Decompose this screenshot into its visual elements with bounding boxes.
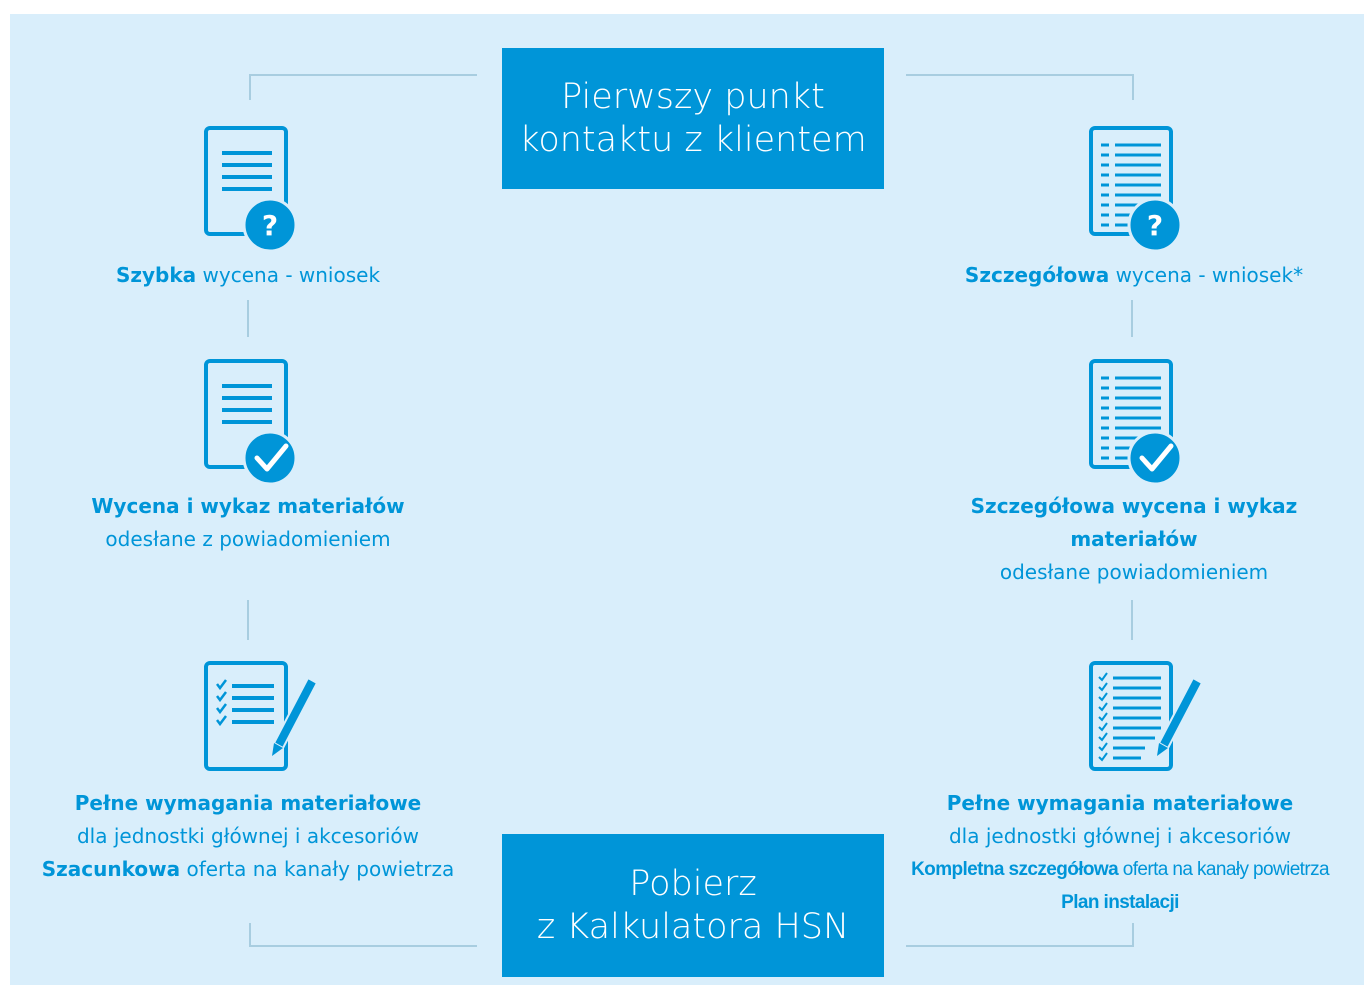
- left-step3-line1: Pełne wymagania materiałowe: [74, 791, 422, 815]
- svg-text:?: ?: [1147, 209, 1163, 242]
- right-step3-line3-rest: oferta na kanały powietrza: [1118, 859, 1330, 880]
- connector-left-2: [247, 600, 249, 640]
- right-step2-line3: odesłane powiadomieniem: [999, 560, 1269, 584]
- first-contact-line2: kontaktu z klientem: [519, 119, 867, 160]
- left-step2-label: Wycena i wykaz materiałów odesłane z pow…: [48, 490, 448, 556]
- right-step2-bold-line1: Szczegółowa wycena i wykaz: [970, 494, 1298, 518]
- connector-top-right-drop: [1132, 74, 1134, 100]
- document-check-icon: [204, 359, 298, 486]
- left-step1-bold: Szybka: [115, 263, 197, 287]
- right-step2-label: Szczegółowa wycena i wykaz materiałów od…: [934, 490, 1334, 589]
- connector-bottom-right-rise: [1132, 923, 1134, 947]
- detailed-document-question-icon: ?: [1089, 126, 1183, 253]
- right-step2-bold-line2: materiałów: [1070, 527, 1198, 551]
- hsn-calculator-box: Pobierz z Kalkulatora HSN: [502, 834, 884, 977]
- connector-right-1: [1131, 300, 1133, 337]
- left-step2-line2: odesłane z powiadomieniem: [105, 527, 391, 551]
- detailed-document-check-icon: [1089, 359, 1183, 486]
- hsn-calculator-line1: Pobierz: [629, 863, 757, 904]
- connector-top-right: [906, 74, 1134, 76]
- connector-bottom-right: [906, 945, 1134, 947]
- document-question-icon: ?: [204, 126, 298, 253]
- connector-right-2: [1131, 600, 1133, 640]
- right-step1-rest: wycena - wniosek*: [1109, 263, 1304, 287]
- right-step3-line1: Pełne wymagania materiałowe: [946, 791, 1294, 815]
- left-step3-line2: dla jednostki głównej i akcesoriów: [76, 824, 420, 848]
- right-step1-bold: Szczegółowa: [964, 263, 1110, 287]
- connector-top-left: [249, 74, 477, 76]
- connector-top-left-drop: [249, 74, 251, 100]
- left-step3-line3-rest: oferta na kanały powietrza: [180, 857, 455, 881]
- right-step3-line3-bold: Kompletna szczegółowa: [911, 859, 1119, 880]
- detailed-checklist-pencil-icon: [1089, 661, 1204, 771]
- right-step3-line4: Plan instalacji: [1061, 892, 1179, 913]
- right-step1-label: Szczegółowa wycena - wniosek*: [934, 259, 1334, 292]
- left-step2-bold: Wycena i wykaz materiałów: [91, 494, 405, 518]
- left-step3-label: Pełne wymagania materiałowe dla jednostk…: [18, 787, 478, 886]
- svg-text:?: ?: [262, 209, 278, 242]
- hsn-calculator-line2: z Kalkulatora HSN: [536, 906, 850, 947]
- left-step1-rest: wycena - wniosek: [196, 263, 381, 287]
- left-step3-line3-bold: Szacunkowa: [41, 857, 181, 881]
- right-step3-line2: dla jednostki głównej i akcesoriów: [948, 824, 1292, 848]
- connector-left-1: [247, 300, 249, 337]
- first-contact-line1: Pierwszy punkt: [561, 76, 825, 117]
- connector-bottom-left-rise: [249, 923, 251, 947]
- first-contact-box: Pierwszy punkt kontaktu z klientem: [502, 48, 884, 189]
- right-step3-label: Pełne wymagania materiałowe dla jednostk…: [880, 787, 1360, 919]
- checklist-pencil-icon: [204, 661, 319, 771]
- left-step1-label: Szybka wycena - wniosek: [48, 259, 448, 292]
- connector-bottom-left: [249, 945, 477, 947]
